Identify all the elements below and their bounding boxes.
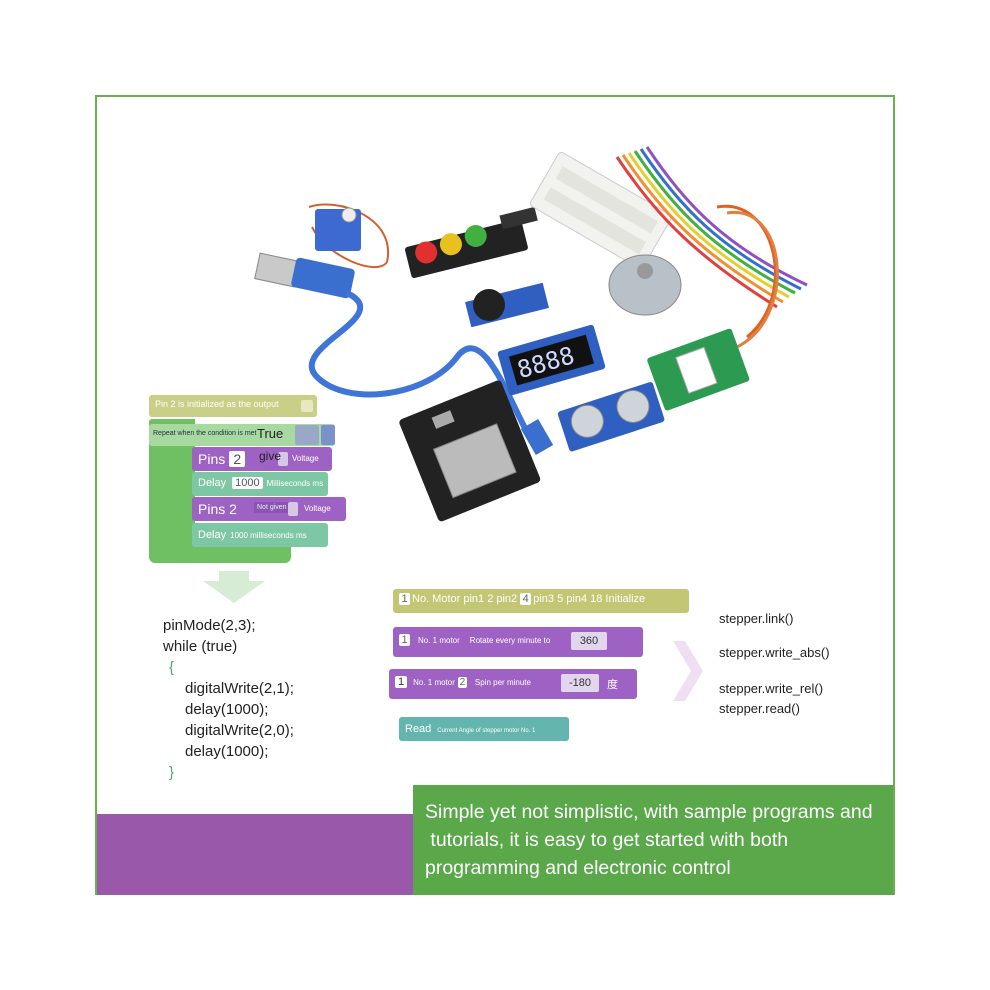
- block-delay-label: Delay: [198, 529, 227, 541]
- pin-number-field[interactable]: 4: [520, 593, 532, 605]
- rotate-value-field[interactable]: 360: [571, 632, 607, 650]
- code-line: pinMode(2,3);: [163, 617, 256, 634]
- banner-green-box: [413, 785, 893, 895]
- spin-value-field[interactable]: -180: [561, 674, 599, 692]
- dropdown-icon[interactable]: [278, 452, 288, 466]
- block-give-label: give: [259, 449, 282, 463]
- api-link: stepper.link(): [719, 611, 794, 626]
- esp32-board-illustration: [399, 380, 541, 522]
- code-listing: pinMode(2,3); while (true) { digitalWrit…: [163, 615, 294, 783]
- block-motor-label: No. 1 motor: [418, 636, 460, 645]
- block-motor-unit: 度: [607, 679, 618, 691]
- code-line: delay(1000);: [185, 701, 269, 718]
- dropdown-icon[interactable]: [288, 502, 298, 516]
- motor-number-field[interactable]: 1: [395, 676, 408, 688]
- stepper-motor-illustration: [608, 254, 682, 316]
- api-write-abs: stepper.write_abs(): [719, 645, 830, 660]
- product-card: 8888: [95, 95, 895, 895]
- motor-param-field[interactable]: 2: [457, 677, 467, 688]
- jumper-wires-illustration: [615, 146, 808, 349]
- dropdown-icon[interactable]: [301, 400, 313, 412]
- code-line: digitalWrite(2,0);: [185, 722, 294, 739]
- down-arrow-icon: [203, 571, 265, 603]
- buzzer-module-illustration: [465, 282, 549, 328]
- block-init-label: Pin 2 is initialized as the output: [155, 399, 279, 409]
- api-read: stepper.read(): [719, 701, 800, 716]
- block-pin-init: Pin 2 is initialized as the output: [149, 395, 317, 417]
- block-delay-unit: Milliseconds ms: [266, 479, 324, 488]
- code-brace: {: [169, 659, 175, 676]
- seven-segment-display-illustration: 8888: [497, 324, 606, 396]
- block-pins-unit: Voltage: [304, 504, 331, 513]
- motor-number-field[interactable]: 1: [399, 634, 410, 646]
- breadboard-illustration: [530, 151, 672, 269]
- dropdown-arrow-icon[interactable]: [321, 425, 335, 445]
- pin-number-field[interactable]: 2: [229, 451, 246, 467]
- usb-cable-illustration: [254, 252, 554, 455]
- block-motor-label: No. 1 motor: [413, 678, 455, 687]
- block-loop-label: Repeat when the condition is met: [153, 430, 257, 437]
- servo-motor-illustration: [308, 203, 390, 268]
- block-pins-label: Pins 2: [198, 501, 237, 517]
- delay-value-field[interactable]: 1000: [232, 477, 263, 489]
- block-loop-bottom: [149, 543, 291, 563]
- block-motor-init-label: No. Motor pin1 2 pin2: [412, 593, 518, 605]
- block-pins-label: Pins: [198, 451, 226, 467]
- block-motor-rotate: 1 No. 1 motor Rotate every minute to 360: [393, 627, 643, 657]
- block-repeat-loop: Repeat when the condition is met: [149, 424, 335, 446]
- block-motor-read: Read Current Angle of stepper motor No. 1: [399, 717, 569, 741]
- dropdown-toggle[interactable]: [295, 425, 319, 445]
- block-pins-unit: Voltage: [292, 454, 319, 463]
- pin-value-field[interactable]: Not given: [254, 502, 290, 513]
- banner-text: Simple yet not simplistic, with sample p…: [425, 801, 873, 879]
- code-brace: }: [169, 764, 175, 781]
- right-arrow-icon: [673, 641, 703, 701]
- block-read-action: Current Angle of stepper motor No. 1: [437, 728, 536, 734]
- code-line: while (true): [163, 638, 238, 655]
- stepper-driver-board-illustration: [647, 328, 750, 411]
- block-loop-value: True: [257, 426, 284, 441]
- block-motor-action: Spin per minute: [474, 678, 531, 687]
- block-delay-label: Delay: [198, 477, 227, 489]
- block-motor-action: Rotate every minute to: [469, 636, 551, 645]
- code-line: delay(1000);: [185, 743, 269, 760]
- block-delay-value: 1000 milliseconds ms: [230, 531, 307, 540]
- block-set-pin-2: Pins 2 Not given Voltage: [192, 497, 346, 521]
- electronics-kit-illustration: 8888: [254, 146, 808, 522]
- ultrasonic-sensor-illustration: [557, 382, 665, 452]
- motor-number-field[interactable]: 1: [399, 593, 410, 605]
- code-line: digitalWrite(2,1);: [185, 680, 294, 697]
- block-motor-init-label-2: pin3 5 pin4 18 Initialize: [533, 593, 646, 605]
- api-write-rel: stepper.write_rel(): [719, 681, 824, 696]
- block-read-label: Read: [405, 723, 432, 735]
- traffic-light-module-illustration: [405, 206, 538, 279]
